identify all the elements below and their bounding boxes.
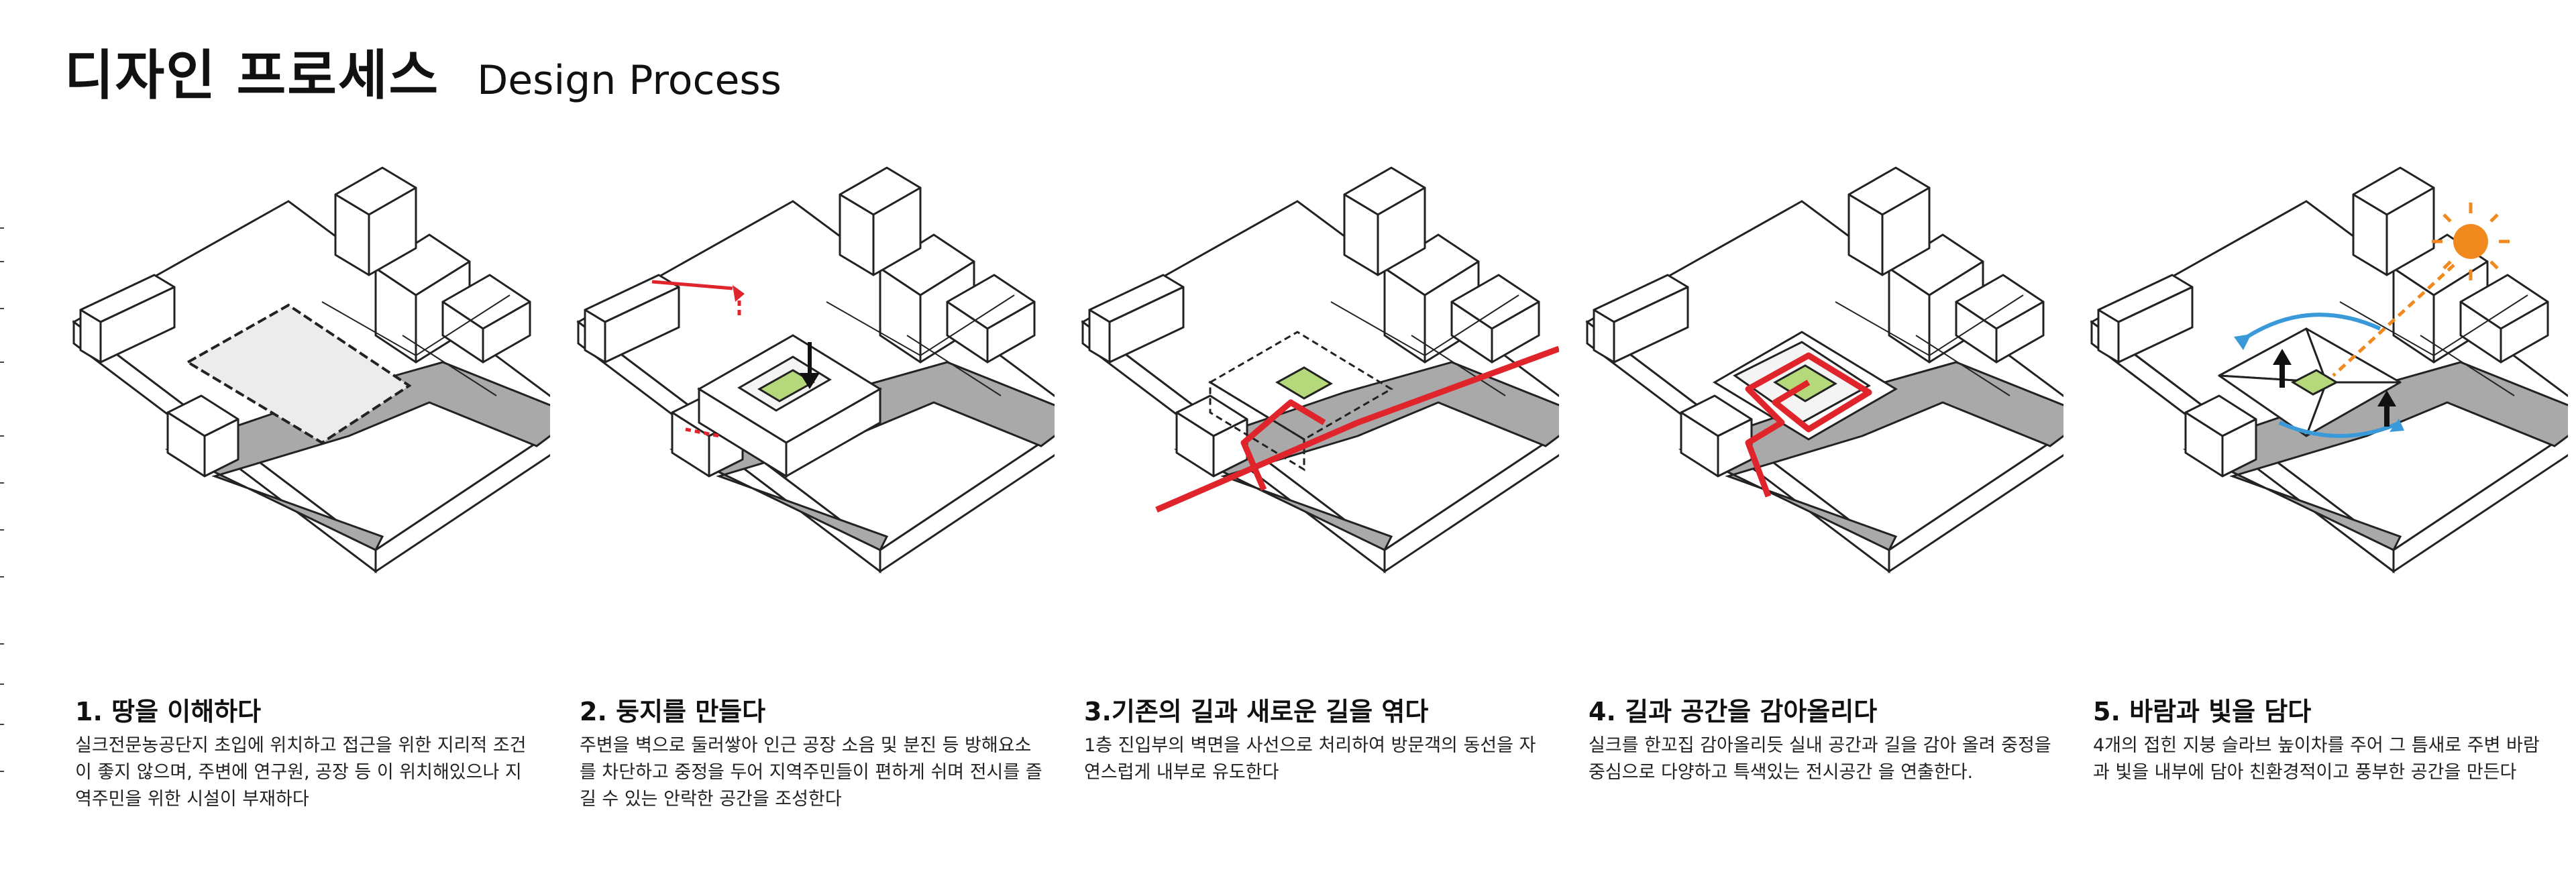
up-arrow-icon: [2273, 349, 2396, 427]
step-2-title: 2. 둥지를 만들다: [580, 697, 766, 726]
site-diagram-1: [72, 166, 550, 573]
step-4-title: 4. 길과 공간을 감아올리다: [1589, 697, 1878, 726]
step-5-title: 5. 바람과 빛을 담다: [2093, 697, 2312, 726]
left-edge-marks: [0, 227, 4, 772]
step-4-description: 실크를 한꼬집 감아올리듯 실내 공간과 길을 감아 올려 중정을 중심으로 다…: [1589, 735, 2051, 783]
step-1-description: 실크전문농공단지 초입에 위치하고 접근을 위한 지리적 조건이 좋지 않으며,…: [75, 735, 527, 810]
step-4: 4. 길과 공간을 감아올리다 실크를 한꼬집 감아올리듯 실내 공간과 길을 …: [1580, 161, 2063, 832]
step-5: 5. 바람과 빛을 담다 4개의 접힌 지붕 슬라브 높이차를 주어 그 틈새로…: [2085, 161, 2568, 832]
step-2: 2. 둥지를 만들다 주변을 벽으로 둘러쌓아 인근 공장 소음 및 분진 등 …: [572, 161, 1055, 832]
site-diagram-5: [2090, 166, 2568, 573]
visitor-path: [1155, 345, 1559, 513]
site-diagram-2: [577, 166, 1055, 573]
step-3: 3.기존의 길과 새로운 길을 엮다 1층 진입부의 벽면을 사선으로 처리하여…: [1076, 161, 1559, 832]
step-1: 1. 땅을 이해하다 실크전문농공단지 초입에 위치하고 접근을 위한 지리적 …: [67, 161, 550, 832]
title-english: Design Process: [477, 57, 782, 104]
process-steps: 1. 땅을 이해하다 실크전문농공단지 초입에 위치하고 접근을 위한 지리적 …: [67, 161, 2568, 832]
step-3-title: 3.기존의 길과 새로운 길을 엮다: [1084, 697, 1429, 726]
wind-flow-icon: [2234, 313, 2404, 438]
nest-mass: [697, 334, 882, 478]
step-1-title: 1. 땅을 이해하다: [75, 697, 262, 726]
step-5-description: 4개의 접힌 지붕 슬라브 높이차를 주어 그 틈새로 주변 바람과 빛을 내부…: [2093, 735, 2540, 783]
sunlight-ray: [2332, 264, 2455, 377]
site-diagram-3: [1081, 166, 1559, 573]
page-header: 디자인 프로세스 Design Process: [64, 32, 782, 110]
site-diagram-4: [1586, 166, 2063, 573]
sun-icon: [2432, 203, 2510, 280]
spiral-path: [1745, 352, 1872, 498]
noise-block-arrow-icon: [651, 280, 745, 438]
step-3-description: 1층 진입부의 벽면을 사선으로 처리하여 방문객의 동선을 자연스럽게 내부로…: [1084, 735, 1536, 783]
down-arrow-icon: [800, 342, 820, 389]
step-2-description: 주변을 벽으로 둘러쌓아 인근 공장 소음 및 분진 등 방해요소를 차단하고 …: [580, 735, 1042, 810]
title-korean: 디자인 프로세스: [64, 44, 440, 107]
site-boundary: [185, 303, 412, 445]
